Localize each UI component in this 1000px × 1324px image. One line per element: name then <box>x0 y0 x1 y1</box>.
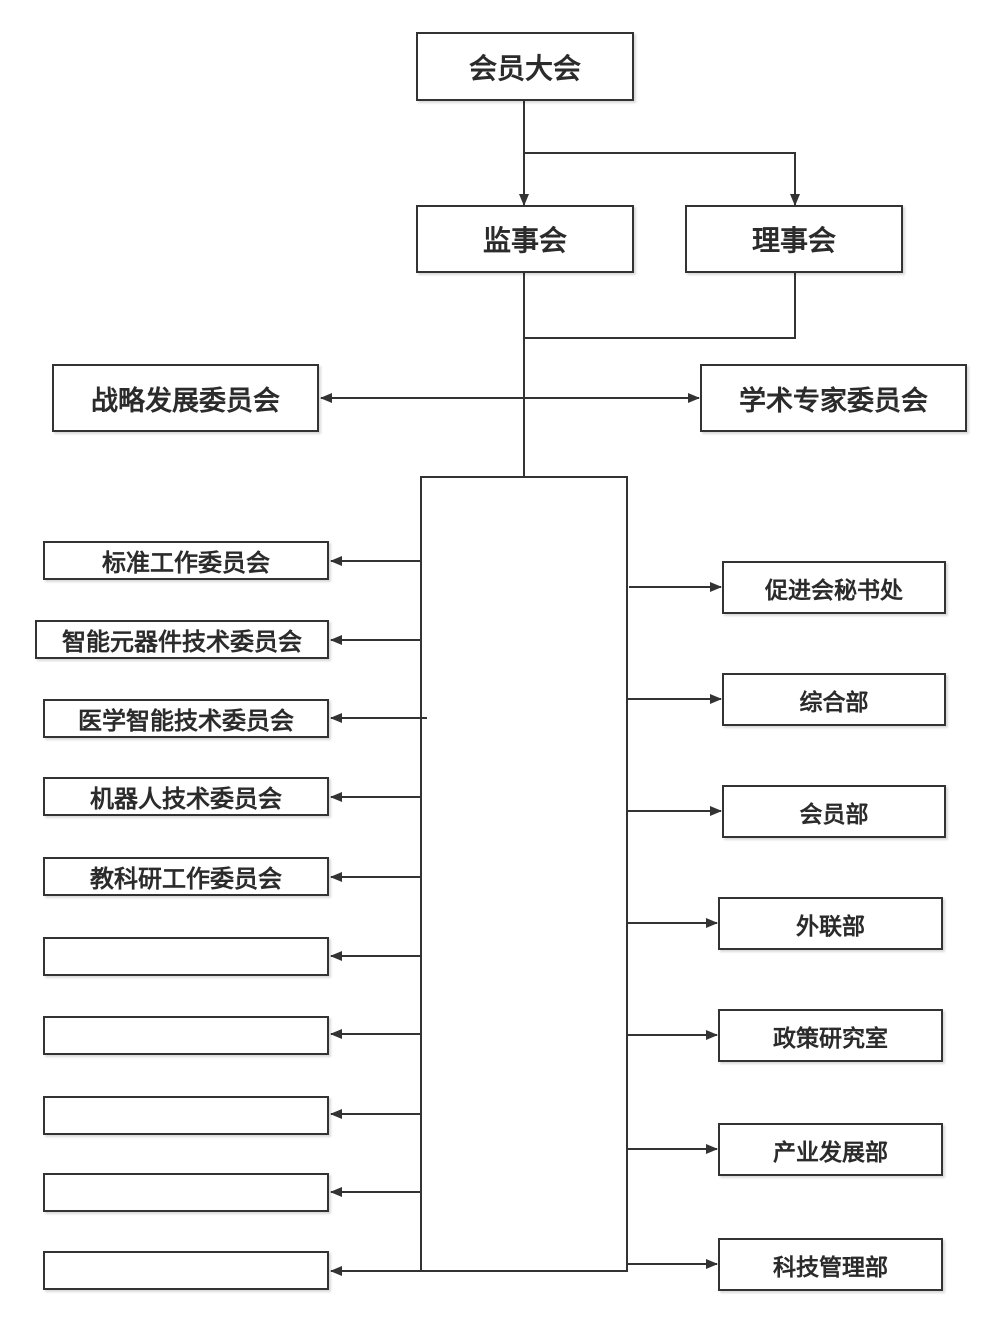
department-box: 外联部 <box>718 897 943 950</box>
department-box: 综合部 <box>722 673 946 726</box>
line-directors-join <box>524 273 796 339</box>
general-assembly-label: 会员大会 <box>468 51 581 85</box>
committee-box: 医学智能技术委员会 <box>43 699 329 738</box>
department-label: 产业发展部 <box>773 1139 888 1166</box>
department-label: 政策研究室 <box>773 1025 888 1052</box>
department-box: 促进会秘书处 <box>722 561 946 614</box>
committee-label: 智能元器件技术委员会 <box>62 628 302 656</box>
department-box: 会员部 <box>722 785 946 838</box>
board-of-directors-label: 理事会 <box>751 224 836 257</box>
committee-box: 机器人技术委员会 <box>43 777 329 816</box>
department-box: 科技管理部 <box>718 1238 943 1291</box>
line-assembly-to-directors <box>524 152 800 206</box>
supervisory-board-node: 监事会 <box>416 205 634 273</box>
academic-committee-node: 学术专家委员会 <box>700 364 967 432</box>
department-label: 综合部 <box>799 689 869 716</box>
committee-box-empty <box>43 1251 329 1290</box>
strategy-committee-node: 战略发展委员会 <box>52 364 319 432</box>
committee-box-empty <box>43 937 329 976</box>
committee-label: 机器人技术委员会 <box>90 785 282 813</box>
committee-box-empty <box>43 1096 329 1135</box>
board-of-directors-node: 理事会 <box>685 205 903 273</box>
department-label: 会员部 <box>799 801 869 828</box>
central-frame <box>420 476 628 1272</box>
academic-committee-label: 学术专家委员会 <box>739 385 928 417</box>
committee-box-empty <box>43 1173 329 1212</box>
department-label: 科技管理部 <box>773 1254 888 1281</box>
department-label: 促进会秘书处 <box>765 577 903 604</box>
committee-box: 教科研工作委员会 <box>43 857 329 896</box>
committee-label: 标准工作委员会 <box>102 549 270 577</box>
committee-label: 医学智能技术委员会 <box>78 707 294 735</box>
committee-box: 智能元器件技术委员会 <box>35 620 329 659</box>
general-assembly-node: 会员大会 <box>416 32 634 101</box>
supervisory-board-label: 监事会 <box>482 224 567 257</box>
strategy-committee-label: 战略发展委员会 <box>91 385 280 417</box>
department-box: 政策研究室 <box>718 1009 943 1062</box>
committee-label: 教科研工作委员会 <box>90 865 282 893</box>
committee-box: 标准工作委员会 <box>43 541 329 580</box>
department-label: 外联部 <box>796 913 865 940</box>
committee-box-empty <box>43 1016 329 1055</box>
department-box: 产业发展部 <box>718 1123 943 1176</box>
